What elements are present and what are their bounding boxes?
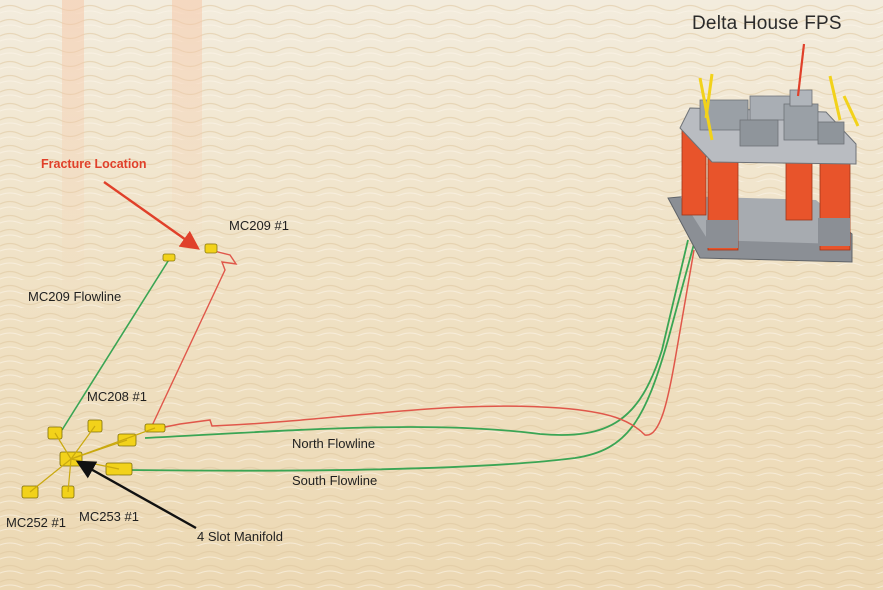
mc209-return-line bbox=[149, 249, 238, 431]
light-beam bbox=[62, 0, 84, 300]
topsides-module bbox=[749, 95, 791, 121]
column-base bbox=[818, 218, 850, 246]
topsides-module bbox=[789, 89, 813, 107]
mc252-well-label: MC252 #1 bbox=[6, 515, 66, 530]
flare-tower bbox=[796, 43, 806, 97]
fracture-location-label: Fracture Location bbox=[41, 157, 147, 171]
north-flowline bbox=[144, 239, 689, 439]
fracture-arrow bbox=[103, 181, 200, 250]
crane-boom bbox=[828, 75, 842, 121]
crane-boom bbox=[704, 73, 714, 119]
south-flowline bbox=[124, 239, 696, 472]
topsides-module bbox=[783, 103, 819, 141]
mc209-flowline-label: MC209 Flowline bbox=[28, 289, 122, 304]
mc208-well-label: MC208 #1 bbox=[87, 389, 147, 404]
mc209-flowline bbox=[61, 257, 171, 431]
mc209-well-label: MC209 #1 bbox=[229, 218, 289, 233]
topsides-module bbox=[817, 121, 845, 145]
manifold-arrow bbox=[75, 460, 197, 530]
south-flowline-label: South Flowline bbox=[292, 473, 378, 488]
column-base bbox=[706, 220, 738, 248]
mc253-well-label: MC253 #1 bbox=[79, 509, 139, 524]
light-beam bbox=[172, 0, 202, 260]
crane-boom bbox=[842, 95, 860, 127]
page-title: Delta House FPS bbox=[692, 13, 842, 34]
topsides-module bbox=[739, 119, 779, 147]
red-flowline bbox=[149, 249, 695, 436]
mc209-wellhead bbox=[162, 243, 218, 262]
fps-platform bbox=[667, 43, 860, 263]
north-flowline-label: North Flowline bbox=[292, 436, 376, 451]
manifold-label: 4 Slot Manifold bbox=[197, 529, 283, 544]
